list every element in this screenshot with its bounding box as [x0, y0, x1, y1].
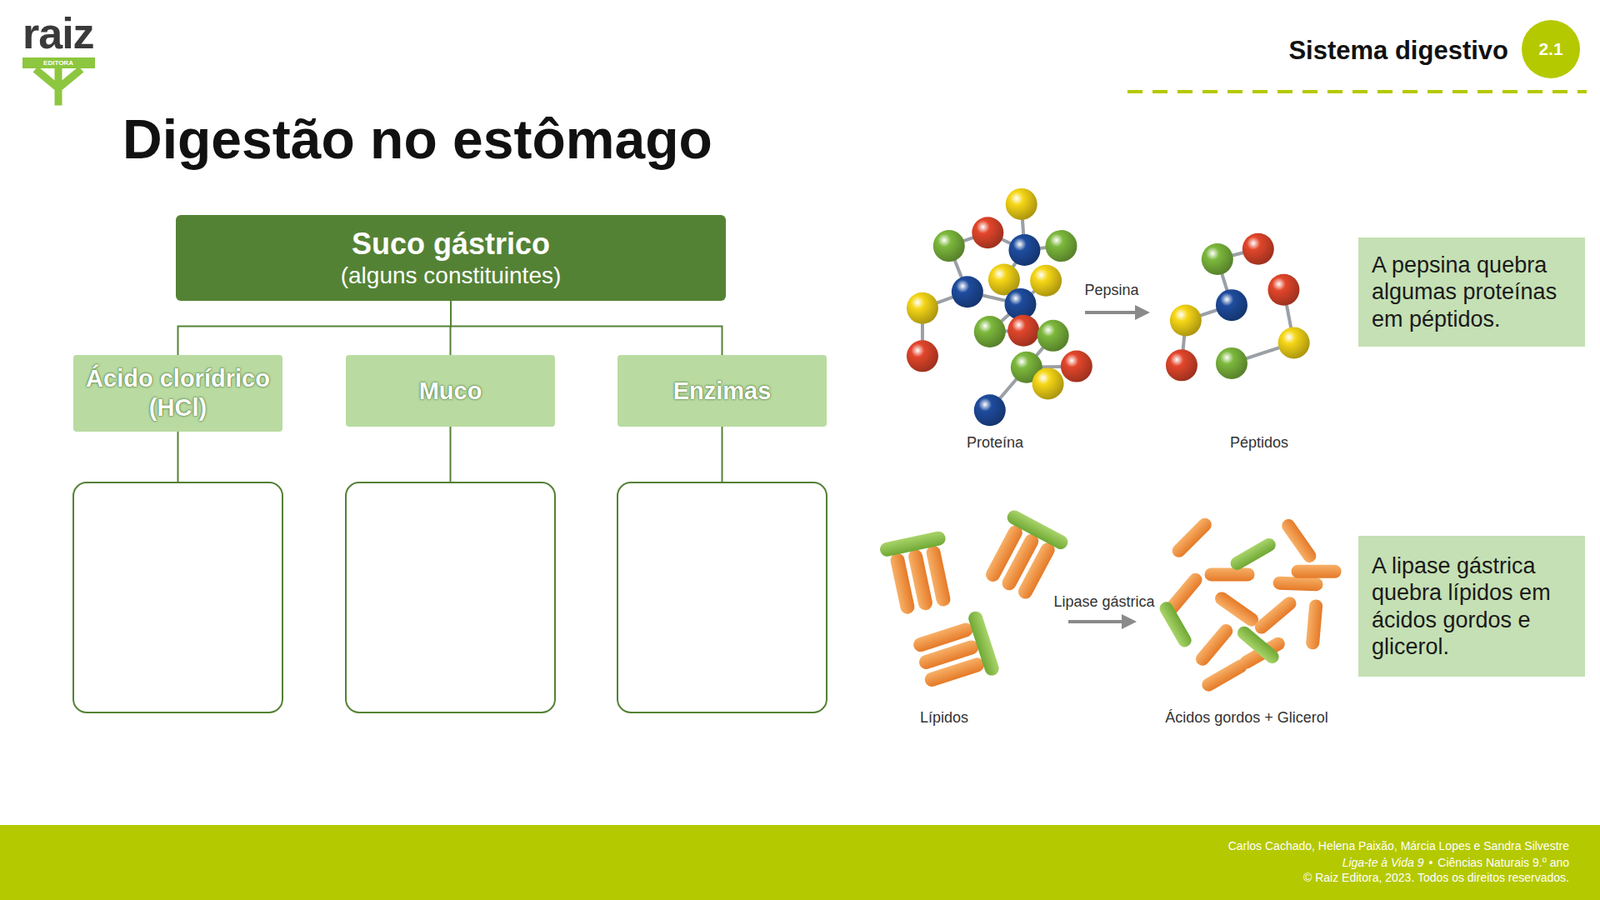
book-subject: Ciências Naturais 9.º ano	[1437, 855, 1570, 870]
amino-acid	[1242, 233, 1275, 265]
amino-acid	[906, 340, 939, 372]
leader-line	[450, 420, 452, 483]
glycerol	[1228, 535, 1279, 573]
lipid-model	[909, 609, 1001, 696]
amino-acid	[1278, 326, 1310, 359]
amino-acid	[1267, 274, 1300, 306]
amino-acid	[1165, 349, 1198, 381]
copyright-text: © Raiz Editora, 2023. Todos os direitos …	[1303, 870, 1570, 885]
amino-acid	[1170, 304, 1202, 336]
fatty-acid	[923, 655, 987, 689]
glycerol	[1157, 599, 1195, 650]
amino-acid	[971, 216, 1004, 249]
arrow-head	[1121, 614, 1137, 630]
tree-connector	[178, 300, 452, 355]
footer-line: Liga-te à Vida 9• Ciências Naturais 9.º a…	[1337, 855, 1570, 870]
amino-acid	[1037, 320, 1070, 352]
amino-acid	[1030, 265, 1062, 297]
lipid-model	[878, 530, 960, 617]
amino-acid	[951, 275, 984, 308]
node-heading: Enzimas	[673, 376, 772, 406]
amino-acid	[1215, 347, 1248, 380]
fatty-acid	[1252, 594, 1300, 637]
amino-acid	[1215, 289, 1248, 321]
fatty-acid	[1199, 657, 1250, 695]
glycerol	[878, 530, 947, 558]
empty-box	[345, 482, 555, 713]
amino-acid	[1008, 234, 1040, 266]
node-heading: Muco	[419, 376, 483, 406]
node-heading: 2.1	[1538, 38, 1563, 60]
fatty-acid	[1305, 599, 1324, 650]
products-model	[1157, 515, 1342, 694]
credit-text: Carlos Cachado, Helena Paixão, Márcia Lo…	[1228, 839, 1570, 853]
fatty-acid	[1279, 516, 1320, 565]
leader-line	[721, 420, 724, 483]
slide-title: Digestão no estômago	[122, 108, 713, 172]
answer-boxes	[73, 482, 827, 713]
amino-acid	[1032, 367, 1065, 400]
amino-acid	[1045, 230, 1077, 262]
book-title: Liga-te à Vida 9	[1342, 855, 1425, 870]
logo-text: raiz	[22, 9, 95, 60]
node-heading: Ácido clorídrico (HCl)	[83, 364, 273, 423]
constituent-box: Muco	[345, 355, 555, 427]
arrow-head	[1135, 305, 1150, 320]
amino-acid	[1201, 243, 1234, 275]
category-box: Suco gástrico(alguns constituintes)	[175, 215, 726, 301]
logo-subtext: EDITORA	[43, 59, 74, 67]
molecule-label: Proteína	[966, 434, 1024, 452]
note-box: A pepsina quebra algumas proteínas em pé…	[1358, 237, 1585, 347]
fatty-acid	[1015, 540, 1058, 601]
enzyme-label: Lipase gástrica	[1053, 593, 1155, 611]
amino-acid	[933, 230, 965, 262]
section-title: Sistema digestivo	[1288, 35, 1509, 66]
fatty-acid	[1193, 621, 1236, 669]
amino-acid	[906, 292, 939, 325]
fatty-acid	[1291, 565, 1342, 579]
glycerol	[1005, 507, 1071, 552]
fatty-acid	[1169, 515, 1215, 560]
node-heading: Suco gástrico	[351, 225, 550, 262]
fatty-acid	[1272, 575, 1324, 591]
node-subtext: (alguns constituintes)	[340, 261, 562, 290]
footer-band	[0, 825, 1600, 900]
node-heading: A pepsina quebra algumas proteínas em pé…	[1371, 251, 1572, 333]
lipid-model	[976, 507, 1071, 605]
amino-acid	[974, 315, 1006, 348]
logo-mark	[38, 70, 79, 102]
node-heading: A lipase gástrica quebra lípidos em ácid…	[1371, 552, 1572, 661]
amino-acid	[974, 394, 1006, 426]
tree-connector	[450, 300, 723, 355]
enzyme-label: Pepsina	[1084, 281, 1139, 300]
glycerol	[966, 609, 1001, 677]
footer-line: Carlos Cachado, Helena Paixão, Márcia Lo…	[1223, 839, 1570, 854]
footer-line: © Raiz Editora, 2023. Todos os direitos …	[1298, 870, 1570, 885]
amino-acid	[1060, 350, 1093, 383]
fatty-acid	[1212, 589, 1261, 630]
fatty-acid	[925, 544, 952, 608]
protein-model	[906, 188, 1093, 426]
fatty-acid	[1205, 567, 1255, 581]
glycerol	[1235, 623, 1282, 666]
constituent-box: Ácido clorídrico (HCl)	[73, 355, 283, 432]
section-badge: 2.1	[1521, 20, 1580, 79]
amino-acid	[1005, 188, 1038, 220]
note-box: A lipase gástrica quebra lípidos em ácid…	[1358, 535, 1585, 677]
molecule-label: Péptidos	[1230, 434, 1289, 452]
peptides-model	[1165, 233, 1310, 382]
header-rule	[1127, 90, 1587, 94]
reaction-arrow	[1068, 620, 1125, 624]
molecule-label: Ácidos gordos + Glicerol	[1165, 709, 1329, 727]
constituent-box: Enzimas	[617, 355, 827, 427]
empty-box	[617, 482, 827, 713]
badge-circle-shape	[1521, 20, 1580, 79]
reaction-arrow	[1085, 310, 1139, 315]
empty-box	[73, 482, 283, 713]
amino-acid	[1007, 315, 1040, 347]
molecule-label: Lípidos	[920, 709, 969, 727]
separator: •	[1428, 855, 1433, 870]
